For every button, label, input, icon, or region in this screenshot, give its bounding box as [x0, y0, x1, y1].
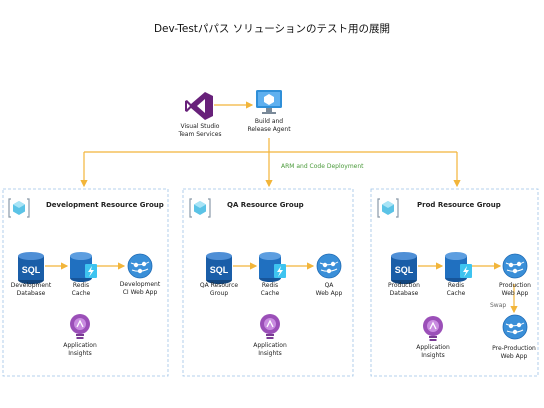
swap-label: Swap: [490, 302, 507, 309]
svg-text:SQL: SQL: [22, 265, 41, 275]
prod-group-boundary: [370, 188, 539, 377]
preprod-web-app-icon: [502, 314, 528, 340]
qa-app-insights-icon: [260, 314, 280, 339]
dev-redis-cache-icon: [70, 252, 97, 282]
prod-sql-database-icon: SQL: [391, 252, 417, 284]
qa-group-title: QA Resource Group: [227, 201, 304, 209]
dev-group-boundary: [2, 188, 169, 377]
prod-resource-group-icon: [377, 198, 399, 218]
dev-database-label: Development Database: [10, 282, 52, 297]
vsts-label: Visual Studio Team Services: [178, 123, 222, 138]
qa-webapp-label: QA Web App: [315, 282, 343, 297]
deploy-label: ARM and Code Deployment: [281, 163, 364, 170]
dev-sql-database-icon: SQL: [18, 252, 44, 284]
dev-app-insights-icon: [70, 314, 90, 339]
svg-text:SQL: SQL: [210, 265, 229, 275]
qa-redis-cache-icon: [259, 252, 286, 282]
qa-insights-label: Application Insights: [253, 342, 287, 357]
prod-insights-label: Application Insights: [416, 344, 450, 359]
diagram-title: Dev-Testパパス ソリューションのテスト用の展開: [153, 23, 391, 35]
qa-web-app-icon: [316, 253, 342, 279]
prod-webapp-label: Production Web App: [499, 282, 531, 297]
prod-redis-cache-icon: [445, 252, 472, 282]
dev-group-title: Development Resource Group: [46, 201, 164, 209]
preprod-label: Pre-Production Web App: [492, 345, 536, 360]
dev-cache-label: Redis Cache: [71, 282, 91, 297]
agent-label: Build and Release Agent: [247, 118, 291, 133]
prod-database-label: Production Database: [388, 282, 420, 297]
visual-studio-icon: [185, 92, 213, 120]
prod-cache-label: Redis Cache: [446, 282, 466, 297]
dev-web-app-icon: [127, 253, 153, 279]
qa-database-label: QA Resource Group: [199, 282, 239, 297]
qa-sql-database-icon: SQL: [206, 252, 232, 284]
qa-group-boundary: [182, 188, 354, 377]
qa-resource-group-icon: [189, 198, 211, 218]
prod-app-insights-icon: [423, 316, 443, 341]
prod-web-app-icon: [502, 253, 528, 279]
build-agent-icon: [256, 90, 282, 114]
dev-resource-group-icon: [8, 198, 30, 218]
qa-cache-label: Redis Cache: [260, 282, 280, 297]
svg-text:SQL: SQL: [395, 265, 414, 275]
dev-webapp-label: Development CI Web App: [119, 281, 161, 296]
prod-group-title: Prod Resource Group: [417, 201, 501, 209]
dev-insights-label: Application Insights: [63, 342, 97, 357]
